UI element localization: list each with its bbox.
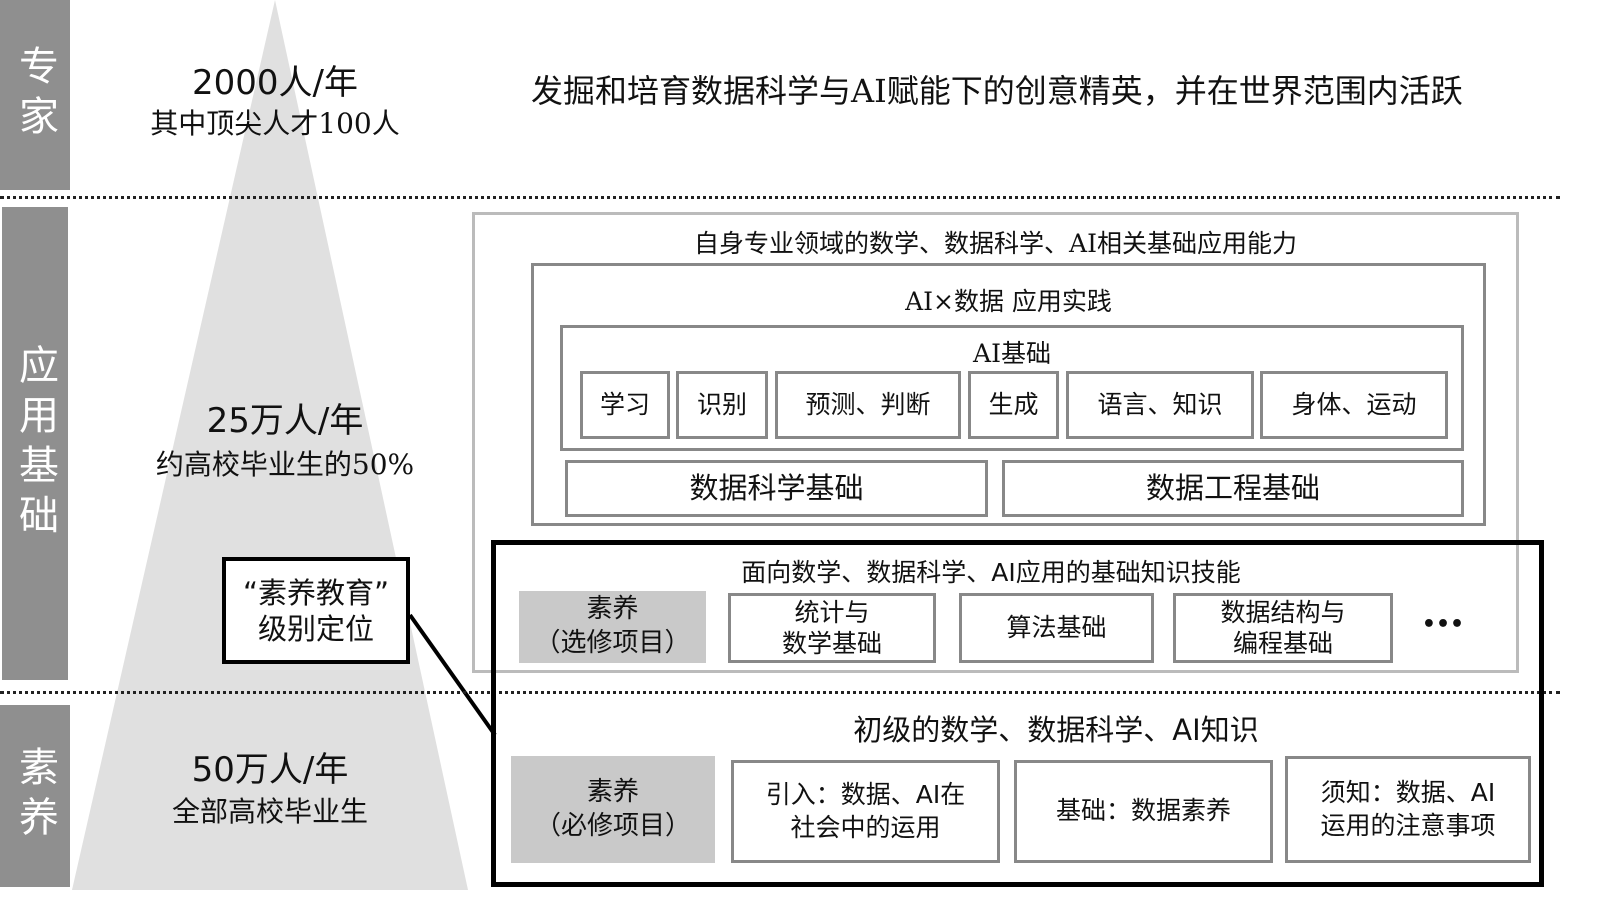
required-item: 引入：数据、AI在 社会中的运用 <box>731 760 1000 863</box>
callout-box: “素养教育” 级别定位 <box>222 557 410 664</box>
applied-note: 约高校毕业生的50% <box>155 448 415 481</box>
level-label-literacy: 素养 <box>0 705 70 887</box>
practice-title: AI×数据 应用实践 <box>905 287 1112 316</box>
literacy-education-frame <box>491 540 1544 887</box>
level-label-applied: 应用基础 <box>2 207 68 680</box>
ai-basics-item: 识别 <box>676 371 768 439</box>
data-engineering-foundation: 数据工程基础 <box>1002 460 1464 517</box>
literacy-note: 全部高校毕业生 <box>171 795 368 828</box>
elective-title: 面向数学、数据科学、AI应用的基础知识技能 <box>741 558 1241 587</box>
ai-basics-item: 学习 <box>580 371 670 439</box>
ai-basics-title: AI基础 <box>973 339 1051 368</box>
divider <box>0 196 1560 199</box>
ai-basics-item: 语言、知识 <box>1066 371 1254 439</box>
practice-box <box>531 263 1486 526</box>
required-title: 初级的数学、数据科学、AI知识 <box>491 707 1621 749</box>
talent-pyramid <box>72 0 468 890</box>
divider <box>0 691 1560 694</box>
more-ellipsis: ••• <box>1421 612 1465 637</box>
required-item: 基础：数据素养 <box>1014 760 1273 863</box>
expert-count: 2000人/年 <box>192 63 358 103</box>
elective-item: 统计与 数学基础 <box>728 593 936 663</box>
elective-tag: 素养 （选修项目） <box>519 591 706 663</box>
expert-note: 其中顶尖人才100人 <box>150 107 400 140</box>
elective-item: 数据结构与 编程基础 <box>1173 593 1393 663</box>
literacy-count: 50万人/年 <box>191 750 349 790</box>
data-science-foundation: 数据科学基础 <box>565 460 988 517</box>
applied-count: 25万人/年 <box>206 401 364 441</box>
callout-line2: 级别定位 <box>257 612 374 646</box>
required-tag: 素养 （必修项目） <box>511 756 715 863</box>
required-item: 须知：数据、AI 运用的注意事项 <box>1285 756 1531 863</box>
ai-basics-item: 生成 <box>968 371 1059 439</box>
callout-line1: “素养教育” <box>242 576 390 610</box>
expert-description: 发掘和培育数据科学与AI赋能下的创意精英，并在世界范围内活跃 <box>531 72 1463 110</box>
level-label-expert: 专家 <box>0 0 70 190</box>
applied-area-title: 自身专业领域的数学、数据科学、AI相关基础应用能力 <box>694 229 1297 258</box>
ai-basics-box <box>560 325 1464 451</box>
applied-area-box <box>472 212 1519 673</box>
ai-basics-item: 预测、判断 <box>775 371 961 439</box>
elective-item: 算法基础 <box>959 593 1154 663</box>
ai-basics-item: 身体、运动 <box>1260 371 1448 439</box>
required-title-text: 初级的数学、数据科学、AI知识 <box>853 713 1259 747</box>
callout-connector <box>408 613 497 737</box>
